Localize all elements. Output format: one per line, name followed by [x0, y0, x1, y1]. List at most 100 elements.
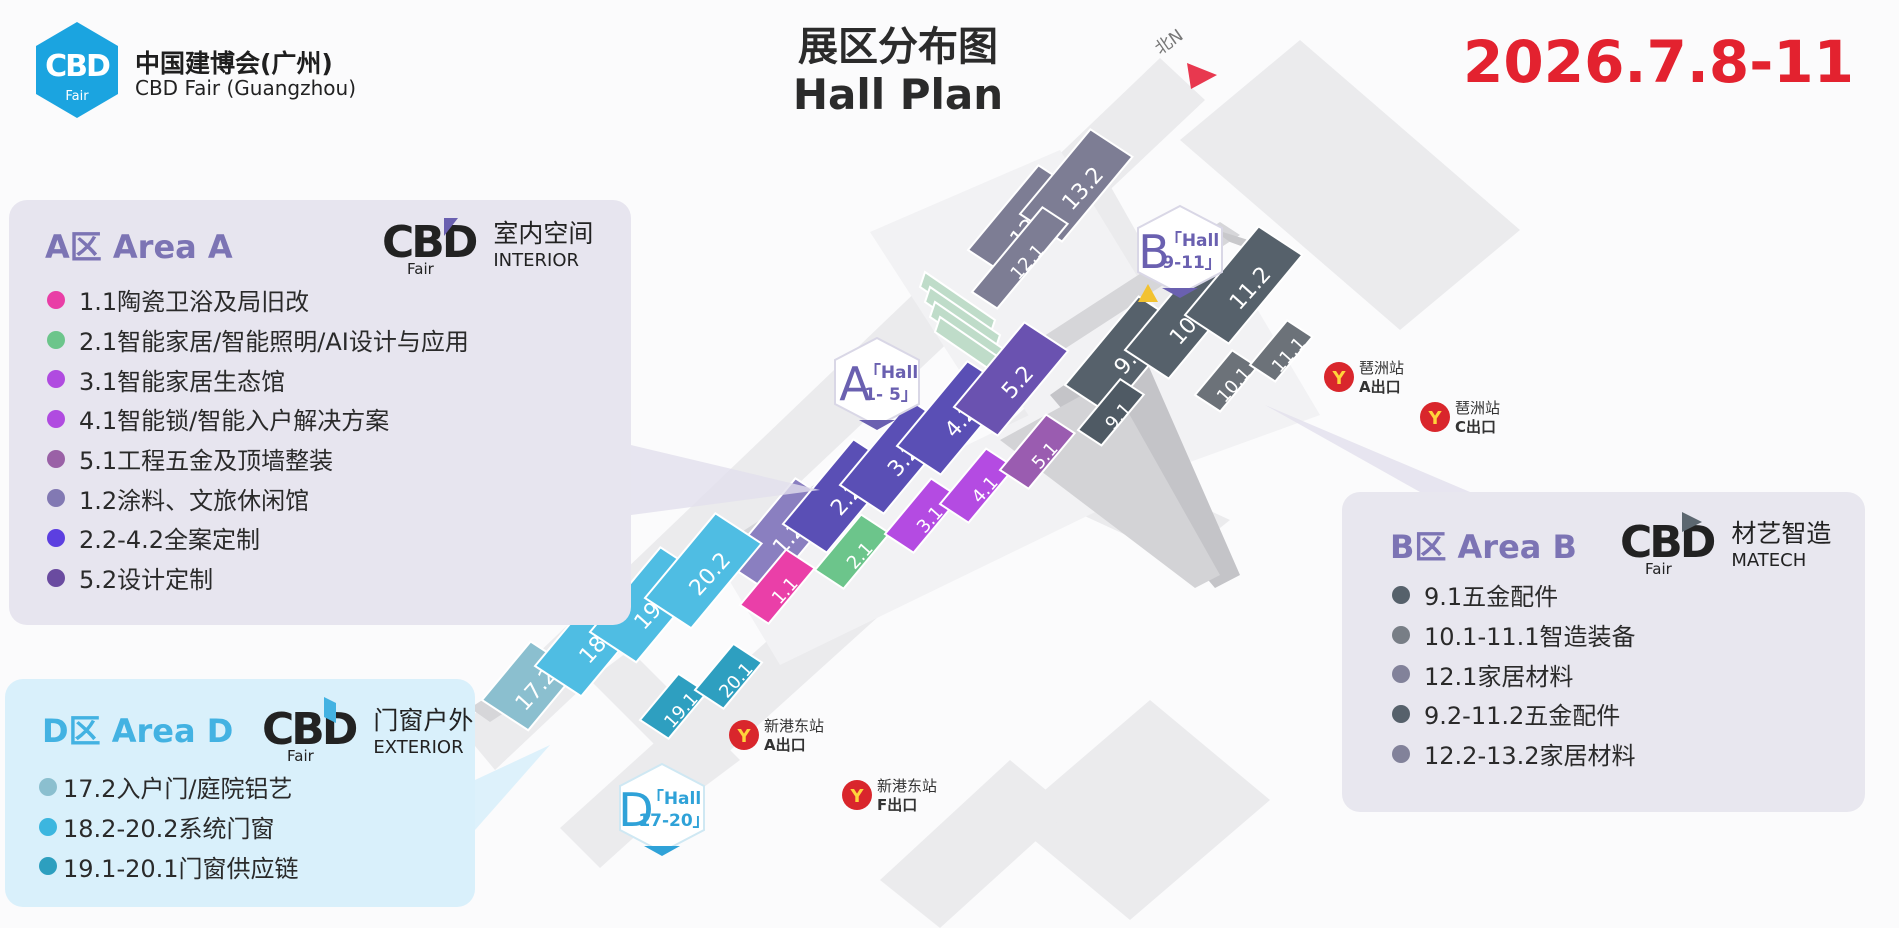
area-d-legend: 17.2入户门/庭院铝艺 18.2-20.2系统门窗 19.1-20.1门窗供应…	[39, 767, 299, 886]
legend-label: 1.1陶瓷卫浴及局旧改	[79, 288, 310, 317]
legend-label: 2.1智能家居/智能照明/AI设计与应用	[79, 328, 469, 357]
legend-item: 12.2-13.2家居材料	[1392, 734, 1636, 774]
legend-item: 17.2入户门/庭院铝艺	[39, 767, 299, 807]
brand-flag-icon	[1682, 512, 1702, 532]
metro-station-exit: A出口	[764, 736, 806, 754]
legend-label: 12.1家居材料	[1424, 662, 1574, 691]
legend-label: 10.1-11.1智造装备	[1424, 623, 1636, 652]
logo-sub: Fair	[65, 89, 89, 104]
area-d-panel: D区 Area D CBD Fair 门窗户外 EXTERIOR 17.2入户门…	[5, 679, 475, 907]
legend-dot-icon	[47, 449, 65, 468]
metro-station-exit: A出口	[1359, 378, 1401, 396]
metro-station-xingangdong-f[interactable]: Y 新港东站 F出口	[842, 777, 937, 814]
legend-label: 4.1智能锁/智能入户解决方案	[79, 407, 390, 436]
svg-text:Y: Y	[736, 726, 751, 747]
area-d-brand-en: EXTERIOR	[373, 737, 464, 758]
legend-dot-icon	[39, 857, 57, 876]
legend-dot-icon	[47, 330, 65, 349]
brand-fair-text: Fair	[287, 747, 314, 765]
legend-item: 3.1智能家居生态馆	[47, 359, 469, 399]
legend-dot-icon	[1392, 585, 1410, 604]
legend-dot-icon	[1392, 704, 1410, 723]
brand-cbd-text: CBD	[382, 216, 478, 268]
svg-text:Y: Y	[1427, 408, 1442, 429]
legend-item: 10.1-11.1智造装备	[1392, 615, 1636, 655]
brand-cbd-text: CBD	[1620, 516, 1716, 568]
legend-item: 2.2-4.2全案定制	[47, 518, 469, 558]
area-d-brand-zh: 门窗户外	[373, 706, 474, 735]
area-b-brand: CBD Fair 材艺智造 MATECH	[1620, 512, 1831, 578]
metro-station-exit: F出口	[877, 796, 917, 814]
legend-label: 5.2设计定制	[79, 566, 214, 595]
hall-badge-d-line2: 17-20」	[638, 811, 709, 831]
hall-badge-d[interactable]: D 「Hall 17-20」	[618, 762, 710, 856]
legend-dot-icon	[47, 489, 65, 508]
hall-badge-a[interactable]: A 「Hall 1- 5」	[834, 336, 920, 430]
svg-text:Y: Y	[849, 786, 864, 807]
legend-label: 19.1-20.1门窗供应链	[63, 854, 299, 883]
page-title-zh: 展区分布图	[798, 24, 998, 70]
legend-item: 4.1智能锁/智能入户解决方案	[47, 399, 469, 439]
hall-block[interactable]: 5.1	[998, 413, 1077, 491]
hall-badge-a-line2: 1- 5」	[864, 385, 918, 405]
planters	[918, 270, 1012, 382]
legend-item: 12.1家居材料	[1392, 654, 1636, 694]
legend-dot-icon	[47, 370, 65, 389]
area-b-title: B区 Area B	[1390, 528, 1577, 566]
brand-fair-text: Fair	[407, 260, 434, 278]
metro-station-name: 新港东站	[877, 777, 937, 795]
area-d-callout	[475, 745, 550, 830]
hall-shape	[1248, 319, 1314, 383]
hall-badge-b-letter: B	[1138, 225, 1170, 279]
hall-badge-b-line2: 9-11」	[1162, 253, 1222, 273]
hall-shape	[1076, 377, 1146, 447]
legend-dot-icon	[1392, 665, 1410, 684]
hall-badge-d-line1: 「Hall	[647, 788, 701, 809]
brand-fair-text: Fair	[1645, 560, 1672, 578]
legend-dot-icon	[47, 568, 65, 587]
hall-shape	[1183, 225, 1304, 345]
legend-label: 2.2-4.2全案定制	[79, 526, 260, 555]
legend-dot-icon	[1392, 744, 1410, 763]
area-b-brand-en: MATECH	[1731, 550, 1807, 571]
area-b-callout	[1265, 405, 1470, 492]
legend-label: 1.2涂料、文旅休闲馆	[79, 486, 310, 515]
area-a-brand: CBD Fair 室内空间 INTERIOR	[382, 214, 593, 278]
legend-item: 19.1-20.1门窗供应链	[39, 846, 299, 886]
hall-badge-a-letter: A	[839, 357, 871, 411]
brand-flag-icon	[444, 218, 458, 236]
hall-shape	[643, 511, 764, 630]
area-b-legend: 9.1五金配件 10.1-11.1智造装备 12.1家居材料 9.2-11.2五…	[1392, 575, 1636, 773]
area-b-panel: B区 Area B CBD Fair 材艺智造 MATECH 9.1五金配件 1…	[1342, 492, 1865, 812]
legend-dot-icon	[39, 777, 57, 796]
metro-station-pazhou-c[interactable]: Y 琶洲站 C出口	[1420, 399, 1500, 436]
metro-station-xingangdong-a[interactable]: Y 新港东站 A出口	[729, 717, 824, 754]
metro-station-name: 新港东站	[764, 717, 824, 735]
metro-station-pazhou-a[interactable]: Y 琶洲站 A出口	[1324, 359, 1404, 396]
area-d-brand: CBD Fair 门窗户外 EXTERIOR	[262, 697, 474, 765]
north-label: 北N	[1151, 26, 1187, 59]
logo-text: CBD	[45, 49, 110, 84]
legend-label: 9.2-11.2五金配件	[1424, 702, 1621, 731]
area-a-title: A区 Area A	[45, 228, 233, 266]
hall-badge-b[interactable]: B 「Hall 9-11」	[1137, 204, 1223, 298]
hall-shape	[998, 413, 1077, 491]
legend-item: 5.2设计定制	[47, 558, 469, 598]
legend-item: 1.2涂料、文旅休闲馆	[47, 478, 469, 518]
area-d-title: D区 Area D	[42, 712, 234, 750]
hall-badge-a-line1: 「Hall	[864, 362, 918, 383]
hall-shape	[738, 548, 817, 626]
legend-dot-icon	[47, 409, 65, 428]
area-a-legend: 1.1陶瓷卫浴及局旧改 2.1智能家居/智能照明/AI设计与应用 3.1智能家居…	[47, 280, 469, 598]
legend-item: 1.1陶瓷卫浴及局旧改	[47, 280, 469, 320]
hall-block[interactable]: 2.1	[813, 513, 892, 591]
metro-station-name: 琶洲站	[1455, 399, 1500, 417]
legend-label: 17.2入户门/庭院铝艺	[63, 775, 293, 804]
event-dates: 2026.7.8-11	[1463, 28, 1854, 96]
hall-shape	[693, 642, 764, 711]
hall-block[interactable]: 5.2	[952, 320, 1070, 437]
hall-badge-b-line1: 「Hall	[1165, 230, 1219, 251]
hall-shape	[952, 320, 1070, 437]
legend-label: 12.2-13.2家居材料	[1424, 742, 1636, 771]
